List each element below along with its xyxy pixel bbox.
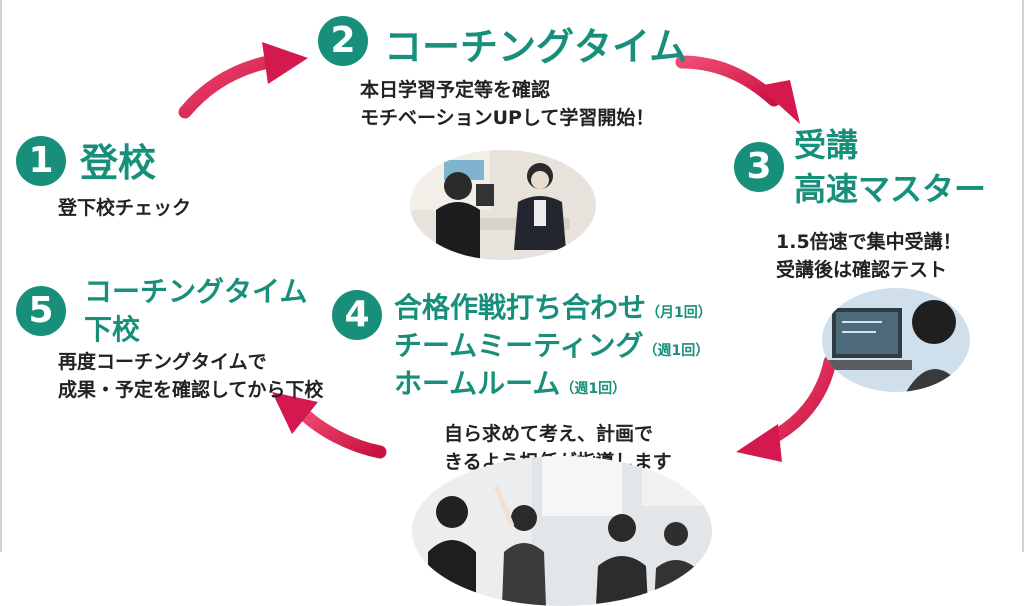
step-2-desc-line1: 本日学習予定等を確認 [360, 79, 551, 101]
step-3-desc-line1: 1.5倍速で集中受講！ [776, 231, 962, 253]
step-3-title-line1: 受講 [794, 126, 859, 164]
step-1-title: 登校 [80, 141, 157, 185]
step-4-item-1: 合格作戦打ち合わせ（月1回） [394, 286, 712, 326]
arrow-4-to-5 [272, 392, 387, 459]
coaching-photo [410, 150, 596, 260]
lecture-photo [822, 288, 970, 392]
step-4-item-1-label: 合格作戦打ち合わせ [394, 291, 647, 324]
step-4-item-2-label: チームミーティング [394, 329, 644, 362]
step-5-number: 5 [16, 286, 66, 336]
step-5-desc-line1: 再度コーチングタイムで [58, 351, 267, 373]
step-4-item-1-freq: （月1回） [646, 305, 712, 321]
step-3-number: 3 [734, 142, 784, 192]
step-3-title-line2: 高速マスター [794, 170, 987, 208]
step-3-desc-line2: 受講後は確認テスト [776, 259, 948, 281]
step-2-number: 2 [318, 16, 368, 66]
step-5-title-line1: コーチングタイム [84, 275, 308, 308]
step-5-title-line2: 下校 [84, 313, 141, 346]
arrow-2-to-3 [675, 55, 800, 124]
arrow-1-to-2 [178, 42, 308, 119]
homeroom-photo [412, 456, 712, 606]
step-4-item-3-freq: （週1回） [560, 381, 627, 397]
step-4-item-3: ホームルーム（週1回） [394, 362, 626, 402]
step-4-number: 4 [332, 290, 382, 340]
step-4-desc-line1: 自ら求めて考え、計画で [444, 423, 654, 445]
arrow-3-to-4 [736, 355, 837, 462]
step-2-title: コーチングタイム [384, 25, 688, 69]
step-4-item-2-freq: （週1回） [643, 343, 710, 359]
step-1-desc: 登下校チェック [58, 197, 192, 219]
step-5-desc-line2: 成果・予定を確認してから下校 [58, 379, 324, 401]
step-2-desc-line2: モチベーションUPして学習開始！ [360, 107, 655, 129]
cycle-arrows [178, 42, 837, 462]
step-1-number: 1 [16, 136, 66, 186]
study-cycle-diagram: 1 登校 登下校チェック 2 コーチングタイム 本日学習予定等を確認 モチベーシ… [16, 16, 987, 606]
step-4-item-2: チームミーティング（週1回） [394, 324, 709, 364]
step-4-item-3-label: ホームルーム [394, 367, 561, 400]
